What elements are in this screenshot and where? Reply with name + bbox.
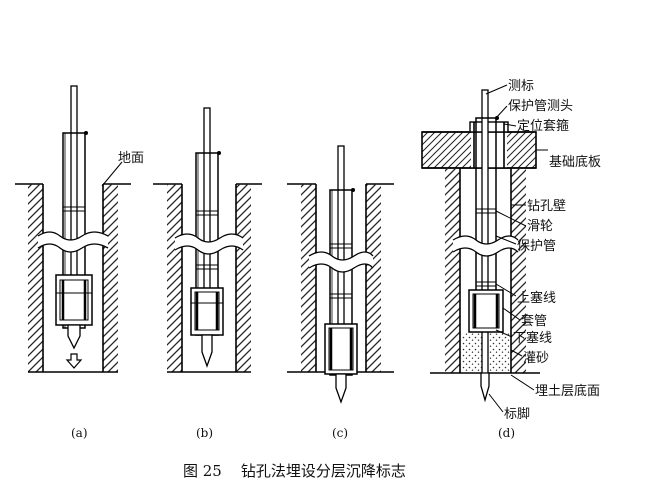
subfigure-c: (c) [287,145,394,440]
label-fill-bottom: 埋土层底面 [535,383,600,399]
label-pulley: 滑轮 [527,219,553,234]
label-upper-plug-line: 上塞线 [517,290,556,306]
soil-wall-right [511,168,526,373]
sinking-arrow-icon [65,353,83,369]
label-borehole-wall: 钻孔壁 [527,199,566,214]
marker-foot [67,324,81,350]
label-ground: 地面 [118,151,144,166]
soil-wall-right [236,184,251,372]
marker-foot [201,334,213,368]
label-sand-fill: 灌砂 [523,351,549,366]
sleeve [55,274,93,326]
subfigure-b: (b) [153,107,262,440]
soil-wall-left [167,184,182,372]
subfigure-d: 测标 保护管测头 定位套箍 基础底板 钻孔壁 滑轮 保护管 上塞线 套管 下塞线… [421,79,601,440]
label-protective-pipe: 保护管 [517,239,556,254]
marker-rod [481,89,489,381]
label-casing-probe: 保护管测头 [508,99,573,114]
label-lower-plug-line: 下塞线 [513,330,552,346]
marker-foot [335,373,347,404]
soil-wall-right [366,184,381,372]
positioning-collar [469,121,509,133]
subfigure-label-a: (a) [71,426,88,440]
figure-caption: 图 25 钻孔法埋设分层沉降标志 [183,462,406,480]
soil-wall-left [445,168,460,373]
subfigure-a: 地面 (a) [15,85,144,440]
label-positioning-collar: 定位套箍 [517,118,569,134]
subfigure-label-b: (b) [196,426,213,440]
label-foundation-slab: 基础底板 [549,154,601,170]
soil-wall-right [103,184,118,372]
subfigure-label-d: (d) [498,426,515,440]
label-sleeve: 套管 [521,313,547,329]
label-marker-rod: 测标 [508,79,534,94]
soil-wall-left [301,184,316,372]
soil-wall-left [28,184,43,372]
subfigure-label-c: (c) [332,426,348,440]
label-marker-foot: 标脚 [504,406,530,422]
marker-foot [480,372,490,403]
